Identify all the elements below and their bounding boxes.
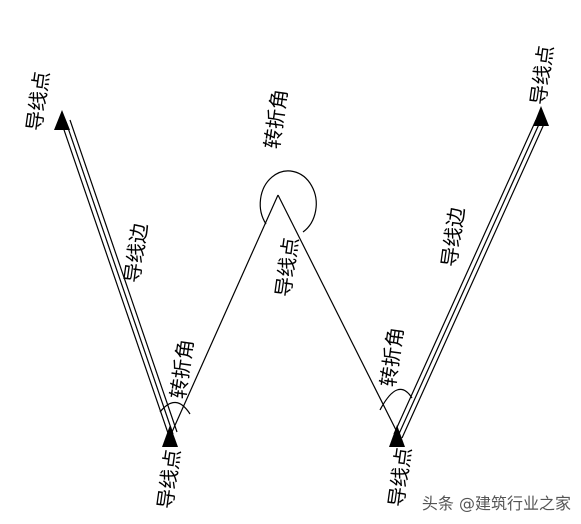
traverse-side-peak xyxy=(171,194,398,433)
traverse-side-left xyxy=(61,119,178,437)
traverse-point-marker xyxy=(162,425,178,447)
angle-arc-top xyxy=(259,170,317,233)
traverse-point-marker xyxy=(54,110,70,130)
traverse-point-marker xyxy=(389,425,405,447)
traverse-point-marker xyxy=(533,106,549,126)
angle-arc-bottom-left xyxy=(159,401,191,415)
angle-arc-bottom-right xyxy=(379,388,413,411)
watermark-text: 头条 @建筑行业之家 xyxy=(421,494,571,513)
traverse-side-right xyxy=(393,119,545,439)
